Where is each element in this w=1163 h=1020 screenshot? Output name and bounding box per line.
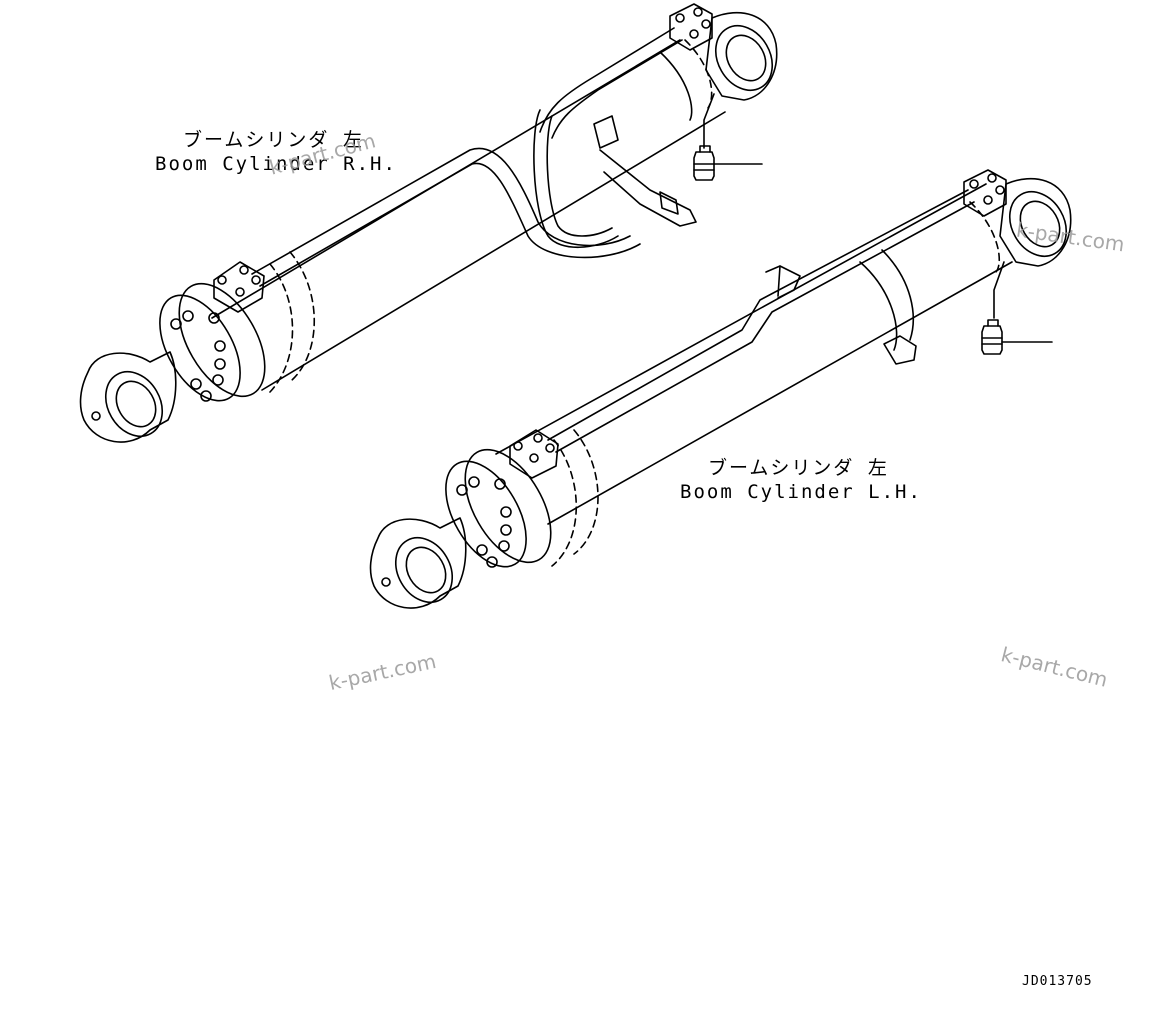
boom-cylinder-lh: [369, 169, 1072, 609]
rh-barrel: [211, 39, 726, 391]
rh-head-flange: [159, 282, 266, 402]
drawing-number: JD013705: [1022, 974, 1093, 989]
label-lh-japanese: ブームシリンダ 左: [708, 457, 889, 479]
lh-bottom-eye: [999, 177, 1072, 267]
rh-clamp: [593, 115, 697, 227]
rh-sensor-fitting: [693, 93, 715, 181]
lh-head-flange: [445, 448, 552, 568]
rh-port-block-head: [213, 261, 265, 313]
label-rh-english: Boom Cylinder R.H.: [155, 153, 397, 175]
boom-cylinder-rh: [79, 3, 778, 443]
rh-rod-eye: [79, 351, 177, 443]
lh-pipe-bracket: [765, 265, 917, 365]
lh-rod-eye: [369, 517, 467, 609]
rh-port-block-bottom: [669, 3, 713, 51]
rh-pipe-loop: [533, 109, 619, 249]
label-lh-english: Boom Cylinder L.H.: [680, 481, 922, 503]
label-boom-cylinder-rh: ブームシリンダ 左 Boom Cylinder R.H.: [155, 128, 397, 176]
label-boom-cylinder-lh: ブームシリンダ 左 Boom Cylinder L.H.: [680, 456, 922, 504]
lh-sensor-fitting: [981, 261, 1005, 355]
label-rh-japanese: ブームシリンダ 左: [183, 129, 364, 151]
rh-bottom-eye: [705, 11, 778, 101]
lh-port-block-bottom: [963, 169, 1007, 217]
lh-pipe: [547, 189, 975, 453]
lh-barrel: [495, 183, 1013, 525]
lh-port-block-head: [509, 429, 559, 479]
